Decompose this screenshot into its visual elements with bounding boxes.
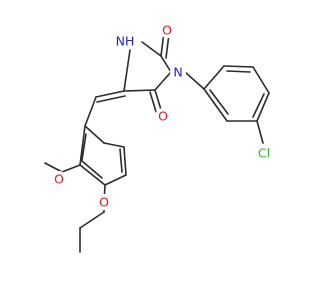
bond — [226, 70, 251, 73]
bond — [141, 41, 162, 57]
oxygen-atom-label: O — [159, 22, 175, 38]
svg-text:O: O — [99, 195, 109, 210]
svg-text:O: O — [162, 23, 172, 38]
bond — [154, 71, 172, 91]
bond — [44, 162, 63, 173]
bond — [81, 160, 103, 179]
svg-text:N: N — [173, 65, 182, 80]
bond — [203, 65, 225, 90]
bond — [81, 133, 87, 161]
molecule-structure: O NH N O Cl O O — [44, 22, 275, 253]
bond — [203, 88, 228, 122]
oxygen-atom-label: O — [155, 108, 171, 124]
chlorine-atom-label: Cl — [253, 146, 275, 161]
bond — [104, 174, 127, 186]
bond — [103, 142, 125, 148]
bond — [256, 92, 270, 122]
bond — [123, 146, 127, 176]
bond — [256, 120, 264, 144]
bond-lines — [44, 31, 270, 253]
bond — [184, 71, 205, 90]
bond — [96, 95, 126, 103]
nitrogen-hydrogen-label: NH — [110, 33, 140, 49]
oxygen-atom-label: O — [51, 171, 67, 187]
bond — [123, 89, 156, 92]
bond — [252, 93, 265, 118]
svg-text:O: O — [158, 109, 168, 124]
bond — [252, 66, 270, 94]
bond — [79, 164, 106, 186]
bond — [165, 33, 170, 59]
svg-text:Cl: Cl — [258, 146, 270, 161]
bond — [79, 211, 105, 229]
svg-text:O: O — [54, 172, 64, 187]
bond — [79, 125, 86, 166]
bond — [119, 148, 123, 173]
bond — [223, 65, 254, 68]
oxygen-atom-label: O — [96, 194, 112, 210]
bond — [123, 49, 131, 92]
svg-text:NH: NH — [116, 34, 135, 49]
bond — [95, 90, 125, 98]
bond — [160, 55, 172, 73]
bond — [84, 125, 105, 144]
bond — [61, 164, 81, 173]
bond — [149, 91, 158, 116]
bond — [84, 96, 97, 127]
bond — [209, 89, 229, 115]
nitrogen-atom-label: N — [170, 64, 186, 80]
atom-labels: O NH N O Cl O O — [51, 22, 275, 210]
